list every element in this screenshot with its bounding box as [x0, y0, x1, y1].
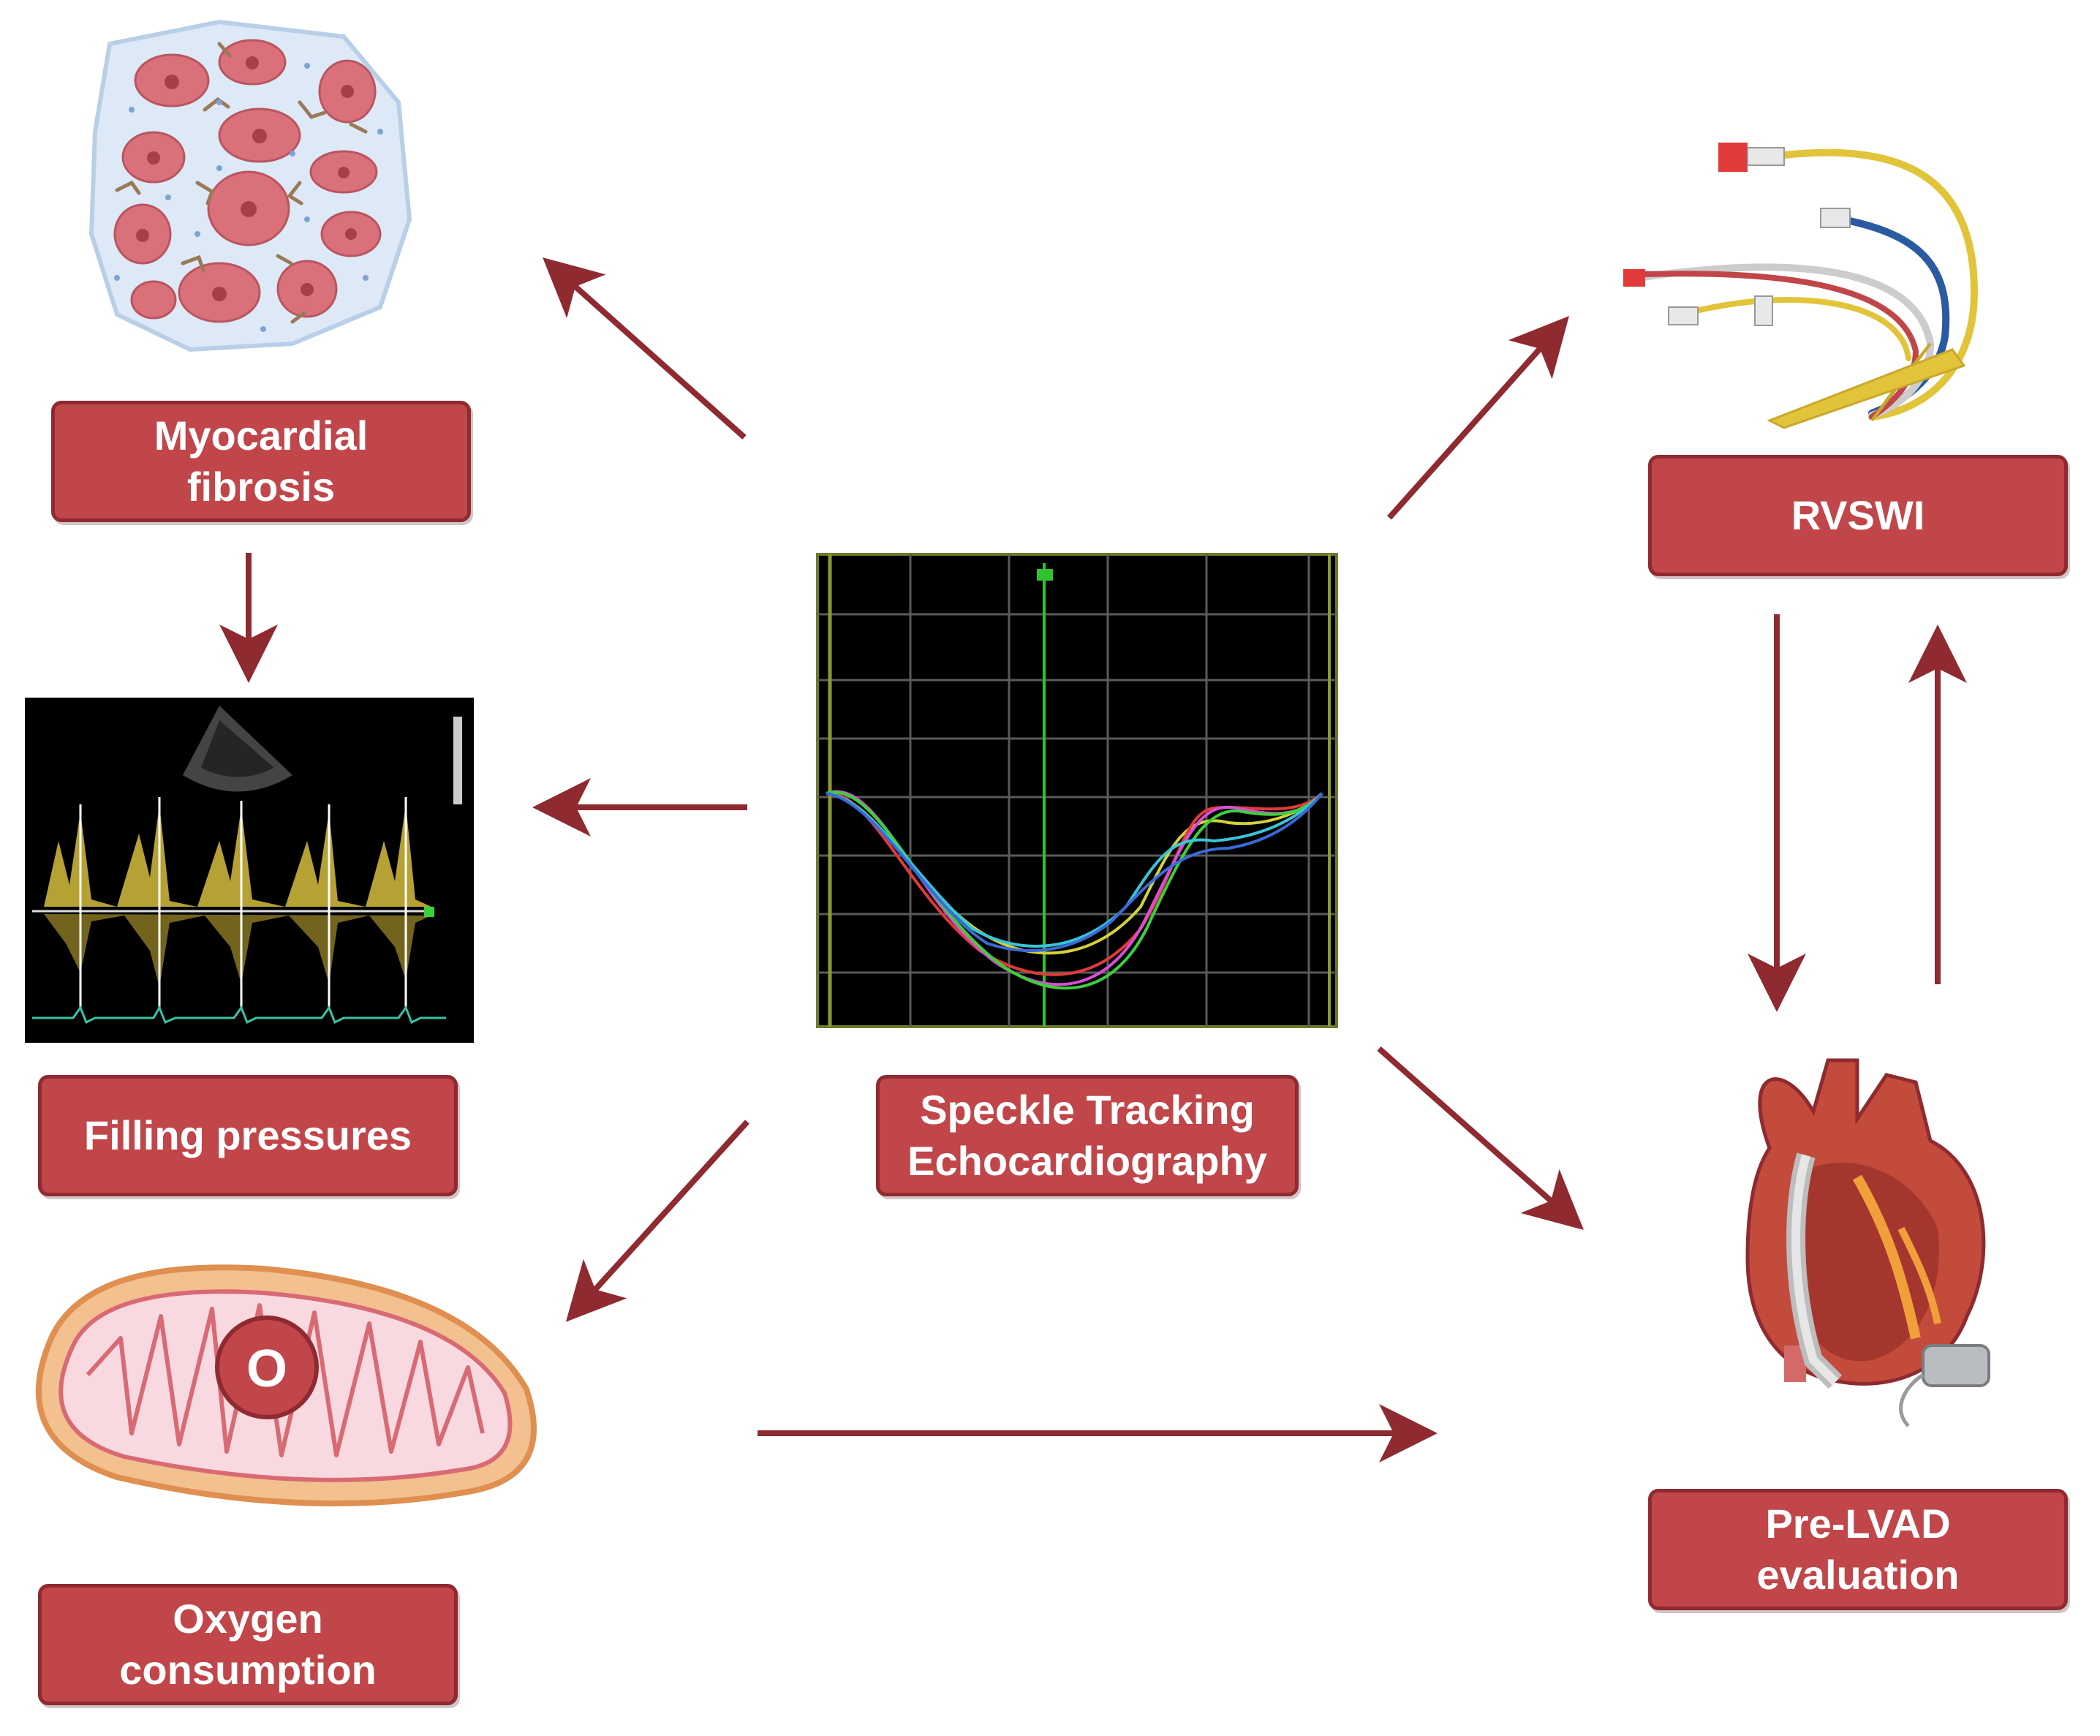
pre-lvad-line2: evaluation: [1756, 1552, 1960, 1598]
oxygen-badge: O: [246, 1340, 287, 1398]
rvswi-label: RVSWI: [1648, 455, 2068, 576]
oxygen-consumption-line2: consumption: [119, 1647, 377, 1693]
pre-lvad-line1: Pre-LVAD: [1765, 1501, 1951, 1547]
heart-with-lvad-illustration: [1745, 1058, 1990, 1427]
arrow-ste-to-fibrosis: [543, 257, 747, 439]
myocardial-fibrosis-line2: fibrosis: [186, 464, 336, 510]
arrow-ste-to-lvad: [1377, 1046, 1584, 1230]
mitochondrion-illustration: O: [35, 1264, 537, 1506]
oxygen-consumption-label: Oxygen consumption: [38, 1584, 458, 1705]
arrows: [219, 257, 1967, 1463]
arrow-ste-to-rvswi: [1387, 316, 1569, 520]
filling-pressures-label: Filling pressures: [38, 1075, 458, 1196]
speckle-tracking-label: Speckle Tracking Echocardiography: [876, 1075, 1299, 1196]
myocardial-fibrosis-label: Myocardial fibrosis: [51, 401, 471, 522]
rvswi-text: RVSWI: [1791, 492, 1925, 538]
myocardial-fibrosis-line1: Myocardial: [154, 412, 369, 458]
pre-lvad-label: Pre-LVAD evaluation: [1648, 1489, 2068, 1610]
speckle-tracking-line2: Echocardiography: [907, 1138, 1267, 1184]
catheter-illustration: [1623, 143, 1979, 429]
filling-pressures-text: Filling pressures: [83, 1112, 412, 1158]
strain-curve-plot: [816, 553, 1338, 1028]
fibrosis-tissue-illustration: [88, 19, 412, 352]
oxygen-consumption-line1: Oxygen: [173, 1596, 323, 1642]
doppler-echo-image: [25, 698, 474, 1043]
speckle-tracking-line1: Speckle Tracking: [920, 1087, 1255, 1133]
arrow-ste-to-oxygen: [565, 1120, 749, 1322]
